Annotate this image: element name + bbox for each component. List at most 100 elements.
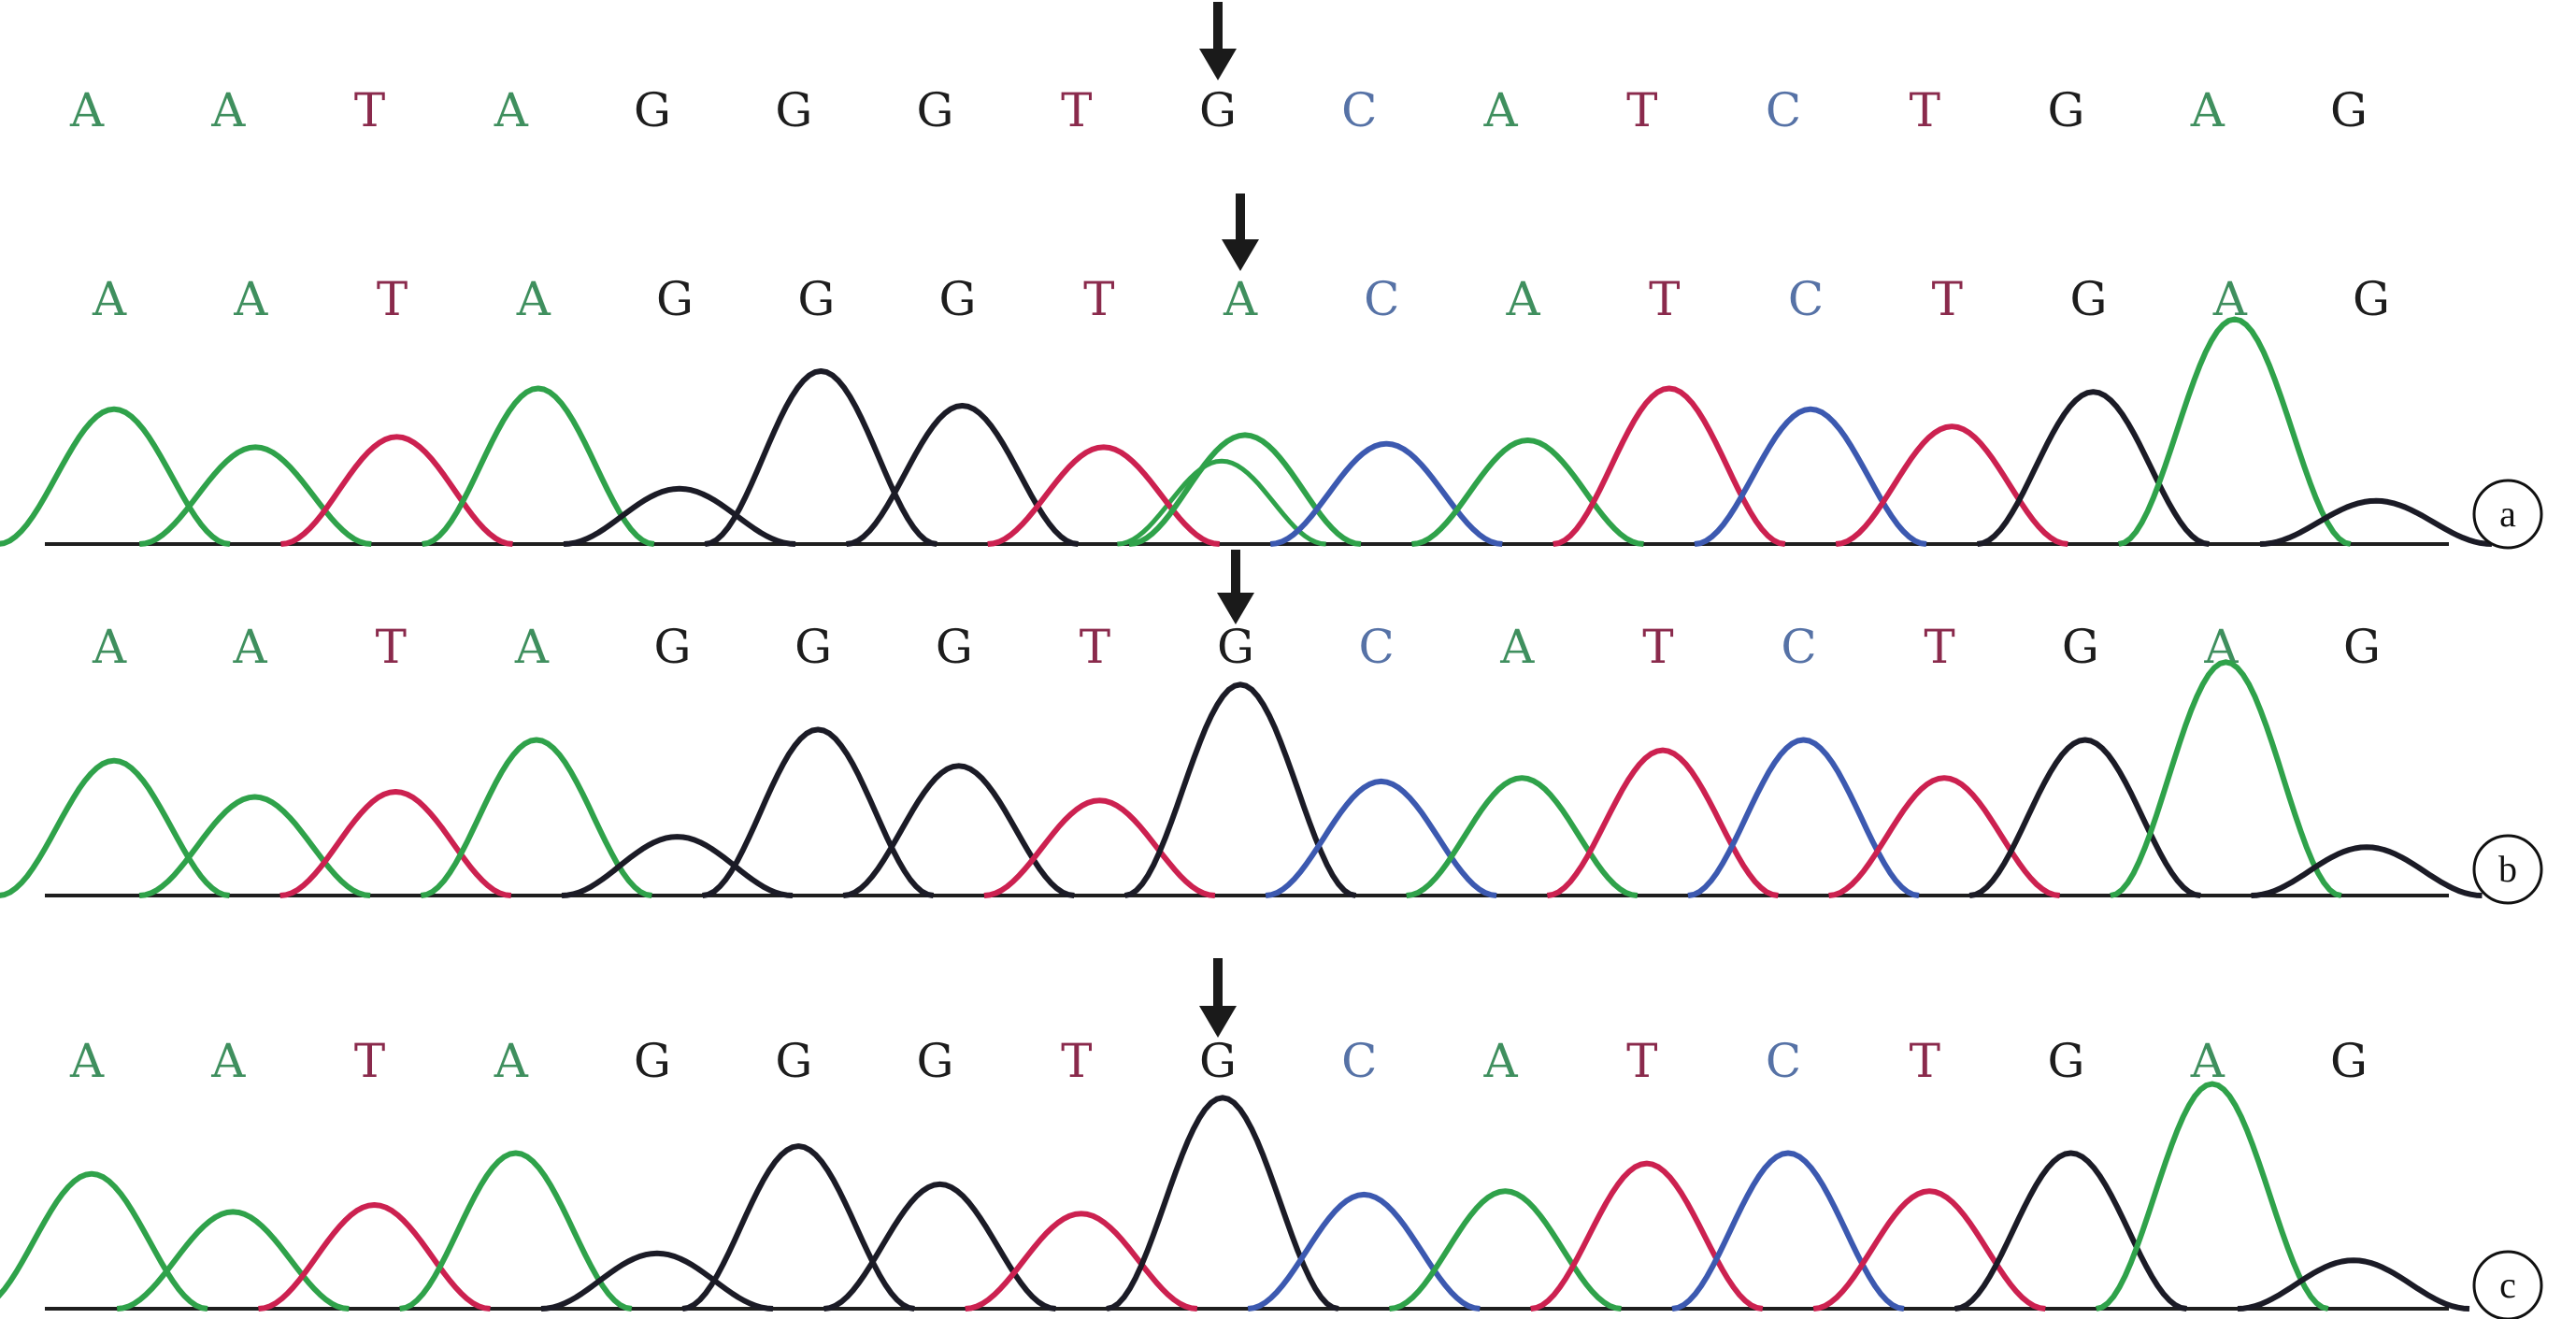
reference-base-8: T	[1061, 83, 1092, 137]
reference-base-13: C	[1766, 83, 1801, 137]
panel-a-mutation-arrow	[1222, 194, 1259, 271]
panel-c-base-4: A	[494, 1034, 529, 1088]
reference-base-2: A	[210, 83, 246, 137]
panel-b-base-3: T	[376, 620, 407, 674]
reference-base-11: A	[1482, 83, 1518, 137]
panel-c-base-6: G	[775, 1034, 812, 1088]
panel-a-base-16: A	[2212, 272, 2248, 326]
panel-b-peak-13	[1687, 737, 1920, 898]
panel-c-mutation-arrow	[1199, 958, 1237, 1038]
panel-b-base-13: C	[1781, 620, 1816, 674]
panel-b-base-2: A	[233, 620, 268, 674]
panel-c-peak-5	[540, 1250, 774, 1312]
panel-c-base-14: T	[1910, 1034, 1940, 1088]
panel-a-base-17: G	[2353, 272, 2390, 326]
panel-c-peak-2	[116, 1209, 350, 1312]
panel-b-base-1: A	[92, 620, 127, 674]
panel-a-peak-14	[1835, 423, 2068, 547]
panel-b-peak-6	[702, 726, 935, 898]
panel-a-base-7: G	[939, 272, 977, 326]
panel-b-label-circle	[2472, 834, 2543, 905]
panel-c-base-10: C	[1341, 1034, 1377, 1088]
panel-c-base-9: G	[1199, 1034, 1237, 1088]
panel-a-label: a	[2499, 493, 2516, 535]
panel-a-peak-8	[987, 444, 1221, 547]
panel-a-peak-5	[563, 485, 796, 547]
reference-base-17: G	[2330, 83, 2368, 137]
panel-b-label: b	[2498, 848, 2517, 890]
panel-a-label-circle	[2472, 479, 2543, 550]
panel-c-base-2: A	[210, 1034, 246, 1088]
panel-c-label: c	[2499, 1264, 2516, 1306]
panel-b-peak-7	[842, 763, 1075, 898]
panel-a-peak-17	[2259, 497, 2493, 547]
panel-a-peak-7	[846, 403, 1079, 547]
panel-b-peak-16	[2110, 659, 2342, 898]
panel-c-peak-11	[1389, 1188, 1622, 1312]
panel-a-base-12: T	[1649, 272, 1680, 326]
panel-b-peak-1	[0, 757, 230, 898]
panel-c-peak-10	[1247, 1191, 1481, 1312]
panel-b-peak-15	[1968, 737, 2201, 898]
panel-b-base-14: T	[1924, 620, 1954, 674]
reference-mutation-arrow	[1199, 2, 1237, 80]
panel-c-base-15: G	[2048, 1034, 2085, 1088]
panel-c-base-17: G	[2330, 1034, 2368, 1088]
panel-a-base-3: T	[377, 272, 408, 326]
panel-a-peak-11	[1411, 437, 1644, 547]
reference-base-5: G	[634, 83, 671, 137]
panel-c-base-8: T	[1061, 1034, 1092, 1088]
panel-a-peak-15	[1977, 389, 2210, 547]
panel-b-base-12: T	[1642, 620, 1673, 674]
panel-b-base-15: G	[2062, 620, 2099, 674]
panel-c-peak-16	[2095, 1081, 2329, 1312]
panel-b-base-11: A	[1499, 620, 1535, 674]
panel-b-base-9: G	[1217, 620, 1254, 674]
reference-base-16: A	[2190, 83, 2225, 137]
panel-a-base-14: T	[1932, 272, 1963, 326]
panel-b-peak-8	[983, 797, 1216, 898]
panel-c-peak-3	[258, 1202, 491, 1312]
panel-b-base-7: G	[936, 620, 973, 674]
reference-base-4: A	[494, 83, 529, 137]
panel-a-base-2: A	[233, 272, 268, 326]
panel-c-peak-14	[1812, 1188, 2046, 1312]
panel-c-peak-13	[1671, 1150, 1905, 1312]
panel-c-peak-15	[1954, 1150, 2187, 1312]
panel-a-peak-13	[1694, 406, 1927, 547]
reference-base-14: T	[1910, 83, 1940, 137]
panel-a-peak-1	[0, 406, 231, 547]
panel-c-base-13: C	[1766, 1034, 1801, 1088]
panel-b-base-8: T	[1080, 620, 1110, 674]
panel-b-base-4: A	[514, 620, 550, 674]
panel-b-peak-9	[1123, 681, 1357, 898]
panel-c-peak-9	[1106, 1095, 1339, 1312]
panel-b-peak-5	[561, 834, 794, 898]
panel-c-label-circle	[2472, 1250, 2543, 1319]
panel-b-peak-14	[1828, 775, 2060, 898]
panel-a-peak-16	[2117, 316, 2352, 547]
reference-base-7: G	[917, 83, 954, 137]
panel-a-base-1: A	[92, 272, 127, 326]
panel-c-base-1: A	[69, 1034, 105, 1088]
panel-b-peak-4	[420, 737, 652, 898]
reference-base-3: T	[354, 83, 385, 137]
reference-base-6: G	[775, 83, 812, 137]
reference-base-12: T	[1626, 83, 1657, 137]
reference-base-1: A	[69, 83, 105, 137]
panel-c-base-3: T	[354, 1034, 385, 1088]
panel-a-base-8: T	[1083, 272, 1114, 326]
panel-c-peak-7	[823, 1181, 1056, 1312]
panel-c-peak-1	[0, 1170, 208, 1312]
panel-a-base-13: C	[1788, 272, 1824, 326]
panel-b-peak-12	[1546, 747, 1779, 898]
panel-b-peak-11	[1406, 775, 1639, 898]
panel-a-secondary-peak	[1117, 458, 1326, 547]
panel-a-base-15: G	[2070, 272, 2108, 326]
panel-a-peak-2	[138, 444, 372, 547]
panel-a-peak-6	[704, 368, 937, 547]
panel-a-peak-3	[280, 434, 513, 547]
panel-a-base-6: G	[797, 272, 835, 326]
panel-a-base-5: G	[656, 272, 694, 326]
